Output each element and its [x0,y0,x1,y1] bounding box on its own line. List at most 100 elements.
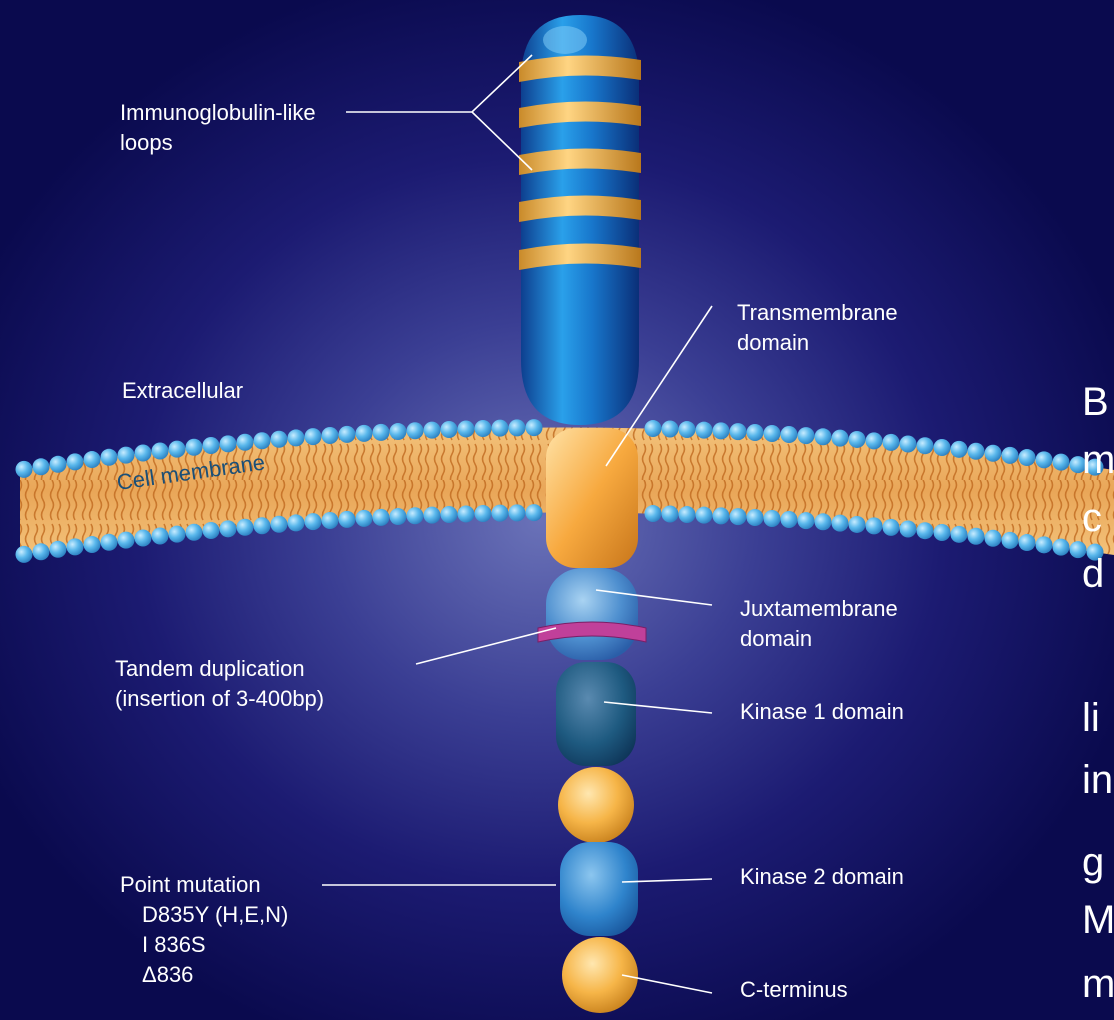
tandem-label-line2: (insertion of 3-400bp) [115,684,324,714]
lipid-head-top [373,424,390,441]
side-text-4: d [1082,550,1104,598]
tandem-label-line1: Tandem duplication [115,654,305,684]
lipid-head-top [339,426,356,443]
lipid-head-top [220,435,237,452]
lipid-head-top [135,445,152,462]
kinase2-block [560,842,638,936]
lipid-head-top [1019,449,1036,466]
lipid-head-top [84,451,101,468]
lipid-head-bottom [509,504,526,521]
lipid-head-top [254,432,271,449]
lipid-head-top [900,436,917,453]
kinase1-label: Kinase 1 domain [740,697,904,727]
lipid-head-top [1053,454,1070,471]
lipid-head-bottom [424,507,441,524]
lipid-head-top [186,439,203,456]
lipid-head-top [237,434,254,451]
c-terminus-label: C-terminus [740,975,848,1005]
lipid-head-bottom [849,516,866,533]
lipid-head-bottom [339,511,356,528]
lipid-head-bottom [900,521,917,538]
lipid-head-top [458,420,475,437]
extracellular-label: Extracellular [122,376,243,406]
point-mutation-label: Point mutation [120,870,261,900]
lipid-head-top [407,422,424,439]
lipid-head-bottom [1053,539,1070,556]
lipid-head-top [33,458,50,475]
lipid-head-bottom [373,509,390,526]
lipid-head-top [849,431,866,448]
side-text-9: m [1082,960,1114,1008]
lipid-head-top [118,447,135,464]
lipid-head-top [152,443,169,460]
lipid-head-bottom [101,534,118,551]
kinase1-block [556,662,636,766]
ig-loops-label-line2: loops [120,128,173,158]
lipid-head-top [866,432,883,449]
lipid-head-top [424,422,441,439]
delta-symbol: Δ [142,962,157,987]
lipid-head-bottom [917,522,934,539]
mutation-i836s: I 836S [142,930,206,960]
lipid-head-bottom [1002,532,1019,549]
lipid-head-bottom [526,504,543,521]
side-text-5: li [1082,694,1100,742]
lipid-head-bottom [169,526,186,543]
lipid-head-bottom [356,510,373,527]
lipid-head-top [798,427,815,444]
lipid-head-top [526,419,543,436]
tandem-leader [416,628,556,664]
lipid-head-top [288,429,305,446]
lipid-head-top [832,430,849,447]
lipid-head-bottom [968,528,985,545]
lipid-head-bottom [16,546,33,563]
lipid-head-top [645,420,662,437]
lipid-head-bottom [305,513,322,530]
lipid-head-top [101,449,118,466]
lipid-head-top [50,456,67,473]
side-text-2: m [1082,436,1114,484]
lipid-head-top [1036,451,1053,468]
lipid-head-top [696,422,713,439]
lipid-head-top [16,461,33,478]
lipid-head-bottom [815,513,832,530]
lipid-head-bottom [186,524,203,541]
lipid-head-top [441,421,458,438]
lipid-head-bottom [390,508,407,525]
lipid-head-bottom [1036,536,1053,553]
lipid-head-top [934,439,951,456]
lipid-head-bottom [1019,534,1036,551]
lipid-head-top [730,423,747,440]
lipid-head-top [951,441,968,458]
lipid-head-top [713,422,730,439]
lipid-head-top [815,428,832,445]
lipid-head-bottom [33,543,50,560]
lipid-head-bottom [441,506,458,523]
lipid-head-bottom [84,536,101,553]
lipid-head-bottom [118,532,135,549]
lipid-head-bottom [985,530,1002,547]
c-terminus-ball [562,937,638,1013]
lipid-head-bottom [254,517,271,534]
lipid-head-bottom [730,508,747,525]
lipid-head-bottom [798,512,815,529]
lipid-head-bottom [135,530,152,547]
lipid-head-bottom [764,510,781,527]
lipid-head-top [662,421,679,438]
lipid-head-bottom [203,522,220,539]
lipid-head-bottom [67,538,84,555]
lipid-head-bottom [288,514,305,531]
lipid-head-top [203,437,220,454]
lipid-head-bottom [934,524,951,541]
lipid-head-bottom [475,505,492,522]
lipid-head-bottom [271,516,288,533]
lipid-head-bottom [237,519,254,536]
kinase2-label: Kinase 2 domain [740,862,904,892]
lipid-head-bottom [951,526,968,543]
lipid-head-top [764,425,781,442]
lipid-head-top [1002,447,1019,464]
delta-value: 836 [157,962,194,987]
ig-loops-leader [346,55,532,170]
lipid-head-top [985,445,1002,462]
side-text-6: in [1082,756,1113,804]
